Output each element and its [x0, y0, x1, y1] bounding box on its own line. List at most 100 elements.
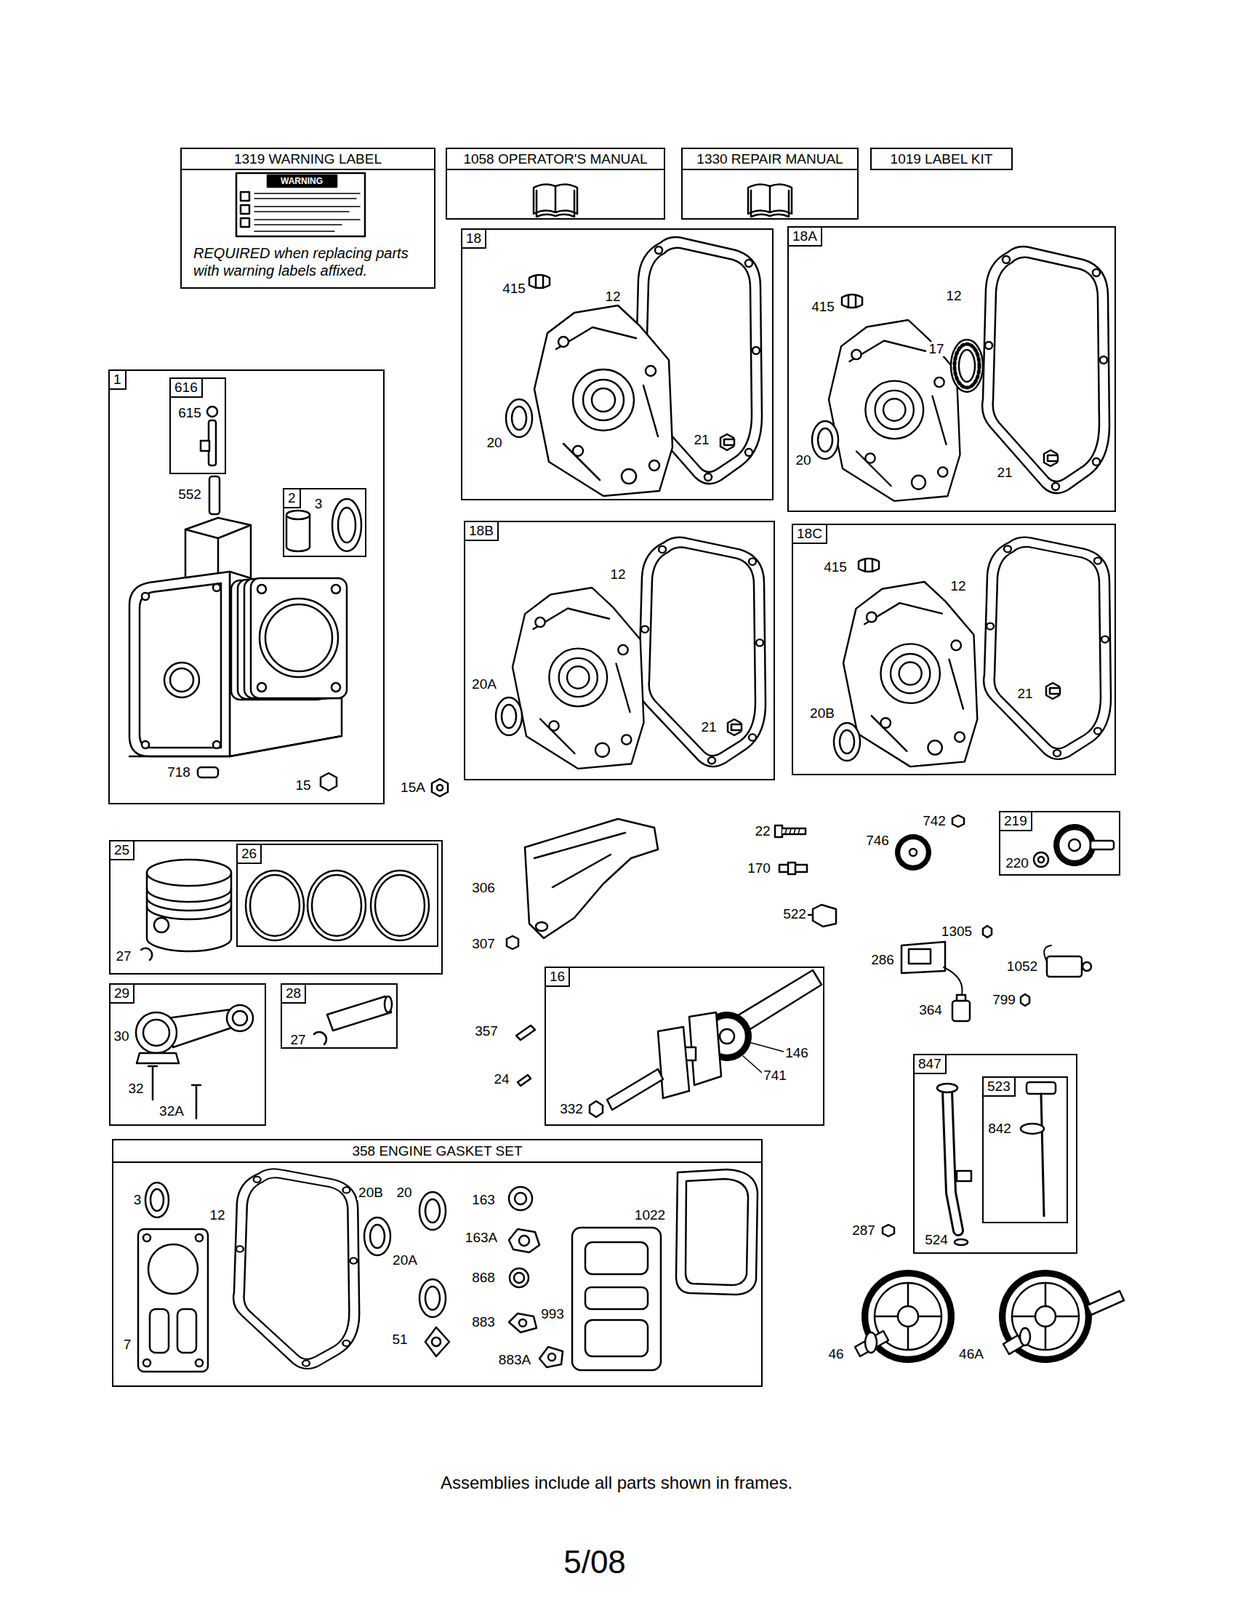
- camshaft: [1001, 1272, 1090, 1360]
- engine-block: [185, 524, 251, 578]
- drain-plug: [1046, 682, 1060, 699]
- callout-number: 615: [176, 405, 203, 421]
- drain-plug: [1043, 450, 1058, 467]
- frame-heading: 358 ENGINE GASKET SET: [113, 1139, 762, 1163]
- key-and-pin: [516, 1025, 536, 1040]
- dipstick-tube: [1020, 1123, 1044, 1134]
- callout-number: 21: [699, 719, 718, 735]
- parts-frame: 18A41512172021: [787, 226, 1116, 512]
- gasket-set-parts: [685, 1178, 749, 1285]
- crankcase-gasket: [982, 246, 1110, 493]
- frame-number: 28: [282, 984, 307, 1004]
- callout-number: 741: [761, 1067, 789, 1083]
- callout-number: 1052: [1005, 958, 1039, 974]
- frame-number: 219: [1000, 812, 1033, 831]
- connecting-rod: [148, 1065, 158, 1100]
- engine-block: [331, 584, 341, 594]
- dipstick-tube: [954, 1238, 968, 1245]
- gasket-set-parts: [431, 1336, 441, 1346]
- callout-number: 12: [944, 288, 963, 304]
- callout-number: 332: [558, 1101, 585, 1116]
- bushing-and-seal: [286, 514, 310, 552]
- oil-fill-cap: [858, 558, 879, 572]
- crankshaft: [735, 969, 822, 1033]
- engine-block: [250, 577, 347, 698]
- crankshaft: [607, 1068, 664, 1110]
- piston: [146, 859, 232, 886]
- small-hardware: [882, 1224, 895, 1236]
- dipstick-tube: [937, 1081, 1056, 1245]
- callout-number: 7: [122, 1336, 134, 1352]
- connecting-rod: [232, 1010, 248, 1026]
- gasket-set-parts: [509, 1267, 529, 1287]
- piston: [154, 917, 169, 933]
- oil-seal: [364, 1217, 391, 1255]
- callout-number: 146: [783, 1045, 810, 1060]
- frame-number: 18: [462, 229, 487, 249]
- callout-number: 21: [692, 432, 711, 448]
- parts-frame: 1330 REPAIR MANUAL: [681, 147, 859, 220]
- blower-housing-shroud: [535, 921, 548, 931]
- callout-number: 21: [1015, 686, 1034, 701]
- callout-number: 842: [986, 1121, 1013, 1136]
- gasket-set-parts: [585, 1319, 648, 1356]
- callout-number: 3: [132, 1192, 144, 1207]
- parts-frame: 616615: [169, 377, 227, 475]
- parts-frame: 847524523842: [913, 1053, 1078, 1254]
- crankshaft: [589, 969, 822, 1117]
- oil-seal: [364, 399, 861, 1317]
- engine-block: [141, 592, 150, 600]
- gasket-set-parts: [519, 1318, 527, 1327]
- frame-number: 1: [109, 370, 127, 390]
- gasket-set-parts: [514, 1192, 527, 1204]
- callout-number: 12: [948, 578, 967, 594]
- gasket-set-parts: [143, 1233, 151, 1241]
- connecting-rod: [226, 1004, 253, 1031]
- engine-block: [213, 583, 221, 592]
- engine-block: [209, 476, 220, 514]
- connecting-rod: [135, 1011, 177, 1053]
- callout-number: 15A: [399, 780, 427, 795]
- crankcase-gasket: [638, 537, 766, 767]
- gasket-set-parts: [138, 1168, 758, 1372]
- callout-number: 220: [1003, 855, 1031, 871]
- connecting-rod: [135, 1004, 253, 1119]
- engine-block: [331, 682, 341, 692]
- piston-rings: [245, 870, 304, 941]
- key-and-pin: [516, 1025, 536, 1086]
- dowel-pin-and-plug: [436, 784, 443, 791]
- piston-pin: [314, 995, 392, 1044]
- small-hardware: [1020, 993, 1030, 1006]
- piston: [141, 859, 232, 960]
- engine-block: [164, 662, 200, 698]
- bushing-and-seal: [332, 498, 362, 552]
- callout-number: 522: [781, 906, 808, 922]
- piston-rings: [375, 874, 425, 936]
- small-hardware: [788, 862, 796, 874]
- warning-label-icon: [240, 218, 250, 227]
- frame-heading: 1058 OPERATOR'S MANUAL: [447, 149, 664, 171]
- gasket-set-parts: [585, 1286, 648, 1309]
- piston-rings: [311, 874, 362, 936]
- callout-number: 20: [793, 452, 813, 468]
- callout-number: 307: [470, 936, 497, 951]
- gasket-set-parts: [519, 1235, 530, 1246]
- camshaft: [854, 1330, 889, 1356]
- callout-number: 1305: [940, 924, 974, 939]
- callout-number: 12: [603, 289, 622, 304]
- crankshaft: [719, 1028, 735, 1044]
- callout-number: 883A: [497, 1352, 533, 1367]
- book-icon: [533, 183, 578, 217]
- callout-number: 32A: [157, 1103, 186, 1119]
- bushing-and-seal: [338, 507, 356, 543]
- gasket-set-parts: [572, 1227, 661, 1370]
- callout-number: 993: [539, 1306, 566, 1321]
- callout-number: 868: [470, 1270, 497, 1285]
- camshaft: [1011, 1282, 1079, 1350]
- frame-number: 2: [284, 489, 301, 509]
- oil-fill-cap: [529, 274, 879, 572]
- callout-number: 27: [114, 948, 133, 964]
- engine-block: [259, 598, 339, 677]
